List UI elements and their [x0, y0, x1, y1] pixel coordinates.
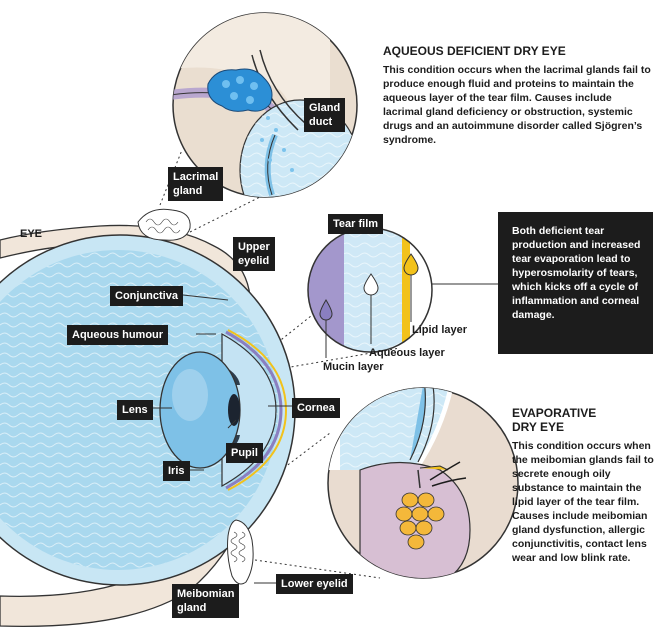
tear-film-circle — [307, 227, 433, 358]
aqueous-layer-label: Aqueous layer — [369, 347, 445, 359]
aqueous-deficient-body: This condition occurs when the lacrimal … — [383, 64, 651, 146]
mucin-layer-label: Mucin layer — [323, 361, 384, 373]
aqueous-humour-label: Aqueous humour — [67, 325, 169, 345]
lacrimal-zoom-circle — [172, 12, 358, 198]
eye-title-label: EYE — [20, 228, 43, 240]
lipid-layer-label: Lipid layer — [412, 324, 468, 336]
meibomian-gland-shape — [227, 519, 254, 585]
pupil-label: Pupil — [226, 443, 263, 463]
aqueous-deficient-info: AQUEOUS DEFICIENT DRY EYE This condition… — [383, 44, 653, 147]
evaporative-body: This condition occurs when the meibomian… — [512, 440, 654, 564]
lower-eyelid-label: Lower eyelid — [276, 574, 353, 594]
tear-film-label: Tear film — [328, 214, 384, 234]
conjunctiva-label: Conjunctiva — [110, 286, 183, 306]
lacrimal-gland-shape — [137, 208, 191, 241]
aqueous-deficient-title: AQUEOUS DEFICIENT DRY EYE — [383, 44, 566, 58]
meibomian-zoom-circle — [327, 387, 519, 579]
iris-label: Iris — [163, 461, 190, 481]
cornea-label: Cornea — [292, 398, 340, 418]
lens-label: Lens — [117, 400, 153, 420]
hyperosmolarity-note: Both deficient tear production and incre… — [498, 212, 653, 354]
meibomian-gland-zoom — [395, 492, 445, 550]
lacrimal-gland-zoom — [207, 68, 273, 112]
